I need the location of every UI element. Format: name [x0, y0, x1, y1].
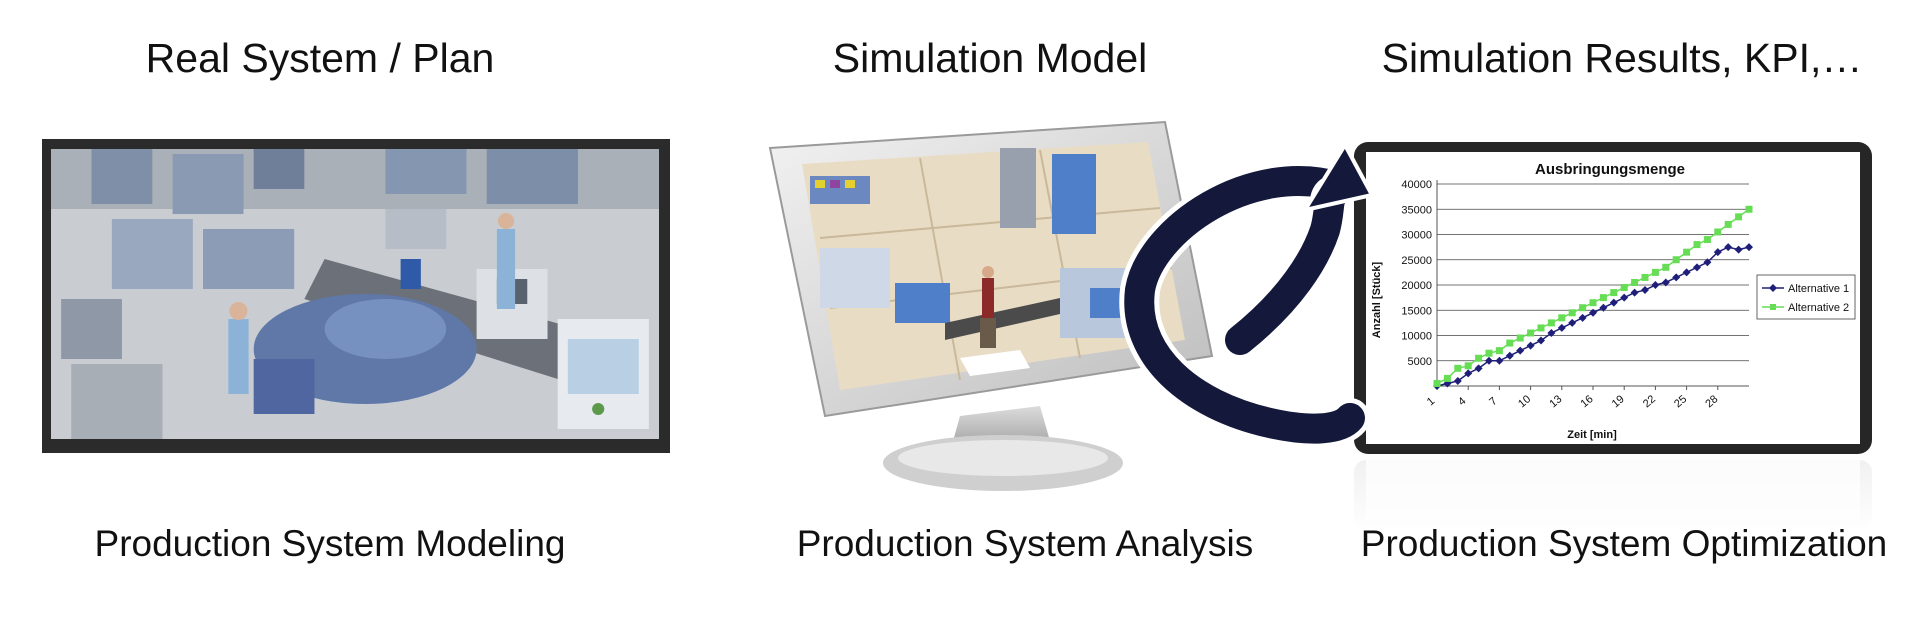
chart-point-series1: [1734, 245, 1743, 254]
chart-y-tick-label: 10000: [1401, 331, 1432, 343]
chart-point-series2: [1485, 349, 1493, 357]
chart-legend: Alternative 1 Alternative 2: [1756, 274, 1856, 320]
chart-y-tick-label: 20000: [1401, 280, 1432, 292]
chart-point-series1: [1568, 318, 1577, 327]
chart-point-series2: [1735, 213, 1743, 221]
chart-point-series2: [1631, 278, 1639, 286]
chart-point-series2: [1568, 309, 1576, 317]
chart-point-series2: [1433, 379, 1441, 387]
chart-y-tick-label: 15000: [1401, 305, 1432, 317]
caption-optimization: Production System Optimization: [1360, 523, 1888, 564]
chart-point-series2: [1703, 236, 1711, 244]
chart-point-series1: [1672, 273, 1681, 282]
chart-title: Ausbringungsmenge: [1535, 161, 1685, 178]
chart-point-series1: [1485, 356, 1493, 365]
chart-ylabel: Anzahl [Stück]: [1371, 261, 1383, 338]
chart-point-series1: [1578, 313, 1587, 322]
chart-xlabel: Zeit [min]: [1567, 429, 1617, 441]
chart-point-series1: [1505, 351, 1514, 360]
chart-point-series2: [1547, 319, 1555, 327]
chart-point-series1: [1526, 341, 1535, 350]
chart-point-series1: [1474, 364, 1483, 373]
chart-point-series2: [1495, 347, 1503, 355]
chart-y-tick-label: 5000: [1408, 356, 1432, 368]
simulation-scene: [802, 142, 1185, 390]
chart-point-series2: [1516, 334, 1524, 342]
chart-point-series2: [1672, 256, 1680, 264]
factory-floor-illustration: [51, 149, 659, 439]
chart-point-series2: [1714, 228, 1722, 236]
heading-real-system: Real System / Plan: [145, 35, 495, 81]
legend-series1: Alternative 1: [1788, 283, 1849, 295]
chart-point-series1: [1599, 303, 1608, 312]
caption-analysis: Production System Analysis: [796, 523, 1254, 564]
chart-point-series2: [1724, 220, 1732, 228]
chart-point-series2: [1443, 374, 1451, 382]
heading-simulation-results: Simulation Results, KPI,…: [1381, 35, 1863, 81]
chart-point-series2: [1558, 314, 1566, 322]
chart-point-series1: [1495, 356, 1504, 365]
heading-simulation-model: Simulation Model: [832, 35, 1148, 81]
chart-point-series2: [1651, 268, 1659, 276]
chart-point-series1: [1609, 298, 1618, 307]
chart-screen: Ausbringungsmenge Anzahl [Stück] Zeit [m…: [1354, 142, 1872, 454]
monitor: [768, 120, 1214, 491]
legend-marker-series2: [1770, 304, 1776, 310]
chart-point-series1: [1682, 268, 1691, 277]
chart-point-series2: [1693, 241, 1701, 249]
chart-point-series1: [1620, 293, 1629, 302]
chart-point-series1: [1651, 281, 1660, 289]
caption-modeling: Production System Modeling: [94, 523, 566, 564]
chart-point-series2: [1683, 248, 1691, 256]
chart-point-series1: [1703, 258, 1712, 267]
chart-series: [1433, 205, 1753, 390]
chart-y-tick-label: 35000: [1401, 204, 1432, 216]
chart-y-tick-label: 30000: [1401, 230, 1432, 242]
chart-point-series2: [1745, 205, 1753, 213]
chart-reflection: [1352, 460, 1874, 530]
legend-series2: Alternative 2: [1788, 302, 1849, 314]
chart-point-series1: [1557, 323, 1566, 332]
chart-point-series1: [1713, 248, 1722, 257]
chart-point-series2: [1475, 354, 1483, 362]
chart-point-series1: [1589, 308, 1597, 317]
chart-point-series1: [1724, 243, 1733, 252]
cycle-arrow-icon: [1119, 141, 1376, 449]
chart-point-series1: [1661, 278, 1670, 287]
chart-point-series1: [1693, 263, 1701, 272]
cycle-arrow-head: [1300, 141, 1376, 213]
chart-y-ticks: 5000 10000 15000 20000 25000 30000 35000 40000: [1401, 179, 1432, 368]
chart-point-series2: [1464, 362, 1472, 370]
chart-point-series2: [1506, 339, 1514, 347]
chart-y-tick-label: 40000: [1401, 179, 1432, 191]
chart-point-series2: [1662, 263, 1670, 271]
chart-point-series2: [1527, 329, 1535, 337]
chart-point-series2: [1454, 364, 1462, 372]
factory-photo: [42, 139, 670, 453]
chart-point-series1: [1630, 288, 1639, 297]
chart-point-series2: [1620, 284, 1628, 292]
chart-point-series2: [1579, 304, 1587, 312]
chart-point-series1: [1516, 346, 1525, 355]
chart-y-tick-label: 25000: [1401, 255, 1432, 267]
chart-point-series2: [1610, 289, 1618, 297]
chart-point-series2: [1641, 273, 1649, 281]
chart-point-series2: [1537, 324, 1545, 332]
chart-point-series1: [1641, 286, 1649, 295]
chart-point-series1: [1745, 243, 1753, 252]
chart-point-series1: [1453, 376, 1462, 385]
chart-point-series2: [1599, 294, 1607, 302]
chart-point-series1: [1547, 328, 1556, 337]
chart-point-series2: [1589, 299, 1597, 307]
legend-marker-series1: [1769, 284, 1777, 292]
chart-point-series1: [1464, 369, 1473, 378]
chart-point-series1: [1537, 336, 1545, 345]
